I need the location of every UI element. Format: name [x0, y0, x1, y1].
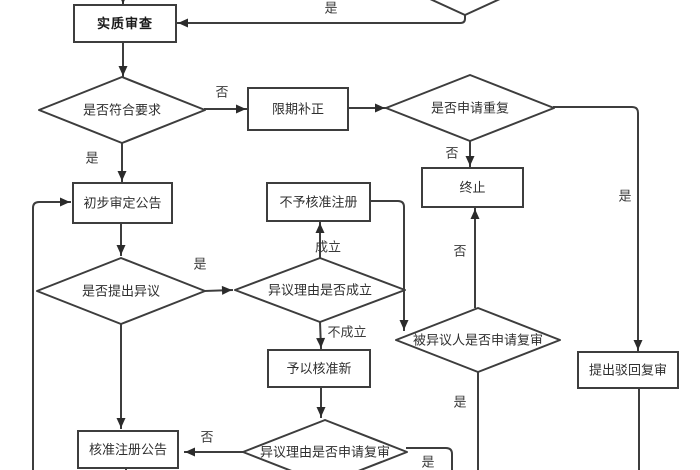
edge-meets-yes-preliminary-arrowhead-icon [117, 171, 127, 181]
node-approve-registration [267, 349, 371, 388]
node-file-rejection-review-label: 提出驳回复审 [589, 363, 667, 379]
decision-objection-grounds-review [242, 419, 408, 470]
edge-correction-repeated-arrowhead-icon [375, 103, 385, 113]
decision-meets-requirements-label: 是否符合要求 [83, 103, 161, 119]
decision-meets-requirements [38, 76, 206, 144]
edge-opposed-yes-down-label: 是 [453, 396, 466, 411]
node-preliminary-approval-announcement-label: 初步审定公告 [83, 197, 161, 212]
node-file-rejection-review [577, 351, 679, 389]
node-correction-deadline-label: 限期补正 [272, 103, 324, 118]
decision-objection-raised-label: 是否提出异议 [82, 284, 160, 300]
edge-loop-left-preliminary-arrowhead-icon [60, 197, 70, 207]
node-preliminary-approval-announcement [72, 182, 173, 224]
edge-meets-no-correction-arrowhead-icon [236, 104, 246, 114]
edge-grounds-review-no-announcement-label: 否 [200, 431, 213, 446]
decision-objection-grounds-valid [234, 257, 406, 323]
decision-top-partial [429, 0, 501, 16]
edge-grounds-review-no-announcement-arrowhead-icon [185, 447, 195, 457]
edge-repeated-yes-rejection-review-label: 是 [618, 190, 631, 205]
edge-grounds-valid-not-approved-arrowhead-icon [315, 223, 325, 233]
node-terminate [421, 167, 524, 208]
decision-opposed-party-review [395, 307, 561, 373]
node-registration-announcement-label: 核准注册公告 [89, 443, 167, 458]
edge-opposed-no-terminate-label: 否 [453, 245, 466, 260]
edge-objection-yes-grounds-arrowhead-icon [221, 285, 232, 295]
edge-grounds-valid-not-approved-label: 成立 [315, 241, 341, 256]
decision-opposed-party-review-label: 被异议人是否申请复审 [413, 334, 543, 349]
node-correction-deadline [247, 87, 349, 131]
edge-preliminary-objection-arrowhead-icon [116, 245, 126, 255]
edge-grounds-review-yes-down [406, 447, 453, 470]
edge-top-partial-substantive-label: 是 [324, 2, 337, 17]
node-terminate-label: 终止 [459, 180, 485, 196]
node-registration-announcement [77, 430, 179, 469]
node-substantive-examination [73, 4, 177, 43]
decision-application-repeated-label: 是否申请重复 [431, 101, 509, 117]
node-approve-registration-label: 予以核准新 [286, 361, 351, 377]
edge-not-approved-opposed-review-arrowhead-icon [399, 320, 409, 330]
edge-top-partial-substantive-arrowhead-icon [178, 18, 188, 28]
edge-objection-yes-grounds-label: 是 [193, 258, 206, 273]
decision-objection-grounds-review-label: 异议理由是否申请复审 [260, 446, 390, 461]
decision-application-repeated [385, 74, 555, 142]
edge-repeated-no-terminate-label: 否 [445, 147, 458, 162]
node-substantive-examination-label: 实质审查 [97, 16, 153, 32]
edge-grounds-invalid-approve-label: 不成立 [327, 326, 366, 341]
edge-entry-substantive-arrowhead-icon [121, 0, 125, 4]
edge-meets-yes-preliminary-label: 是 [85, 152, 98, 167]
decision-objection-raised [36, 257, 206, 325]
edge-repeated-yes-rejection-review-arrowhead-icon [633, 340, 643, 350]
edge-top-partial-substantive [177, 13, 466, 24]
decision-objection-grounds-valid-label: 异议理由是否成立 [268, 284, 372, 299]
edge-grounds-invalid-approve-arrowhead-icon [316, 337, 326, 348]
edge-approve-grounds-review-arrowhead-icon [316, 407, 326, 417]
edge-not-approved-opposed-review [369, 200, 405, 331]
edge-repeated-yes-rejection-review [553, 106, 639, 351]
edge-grounds-review-yes-down-label: 是 [421, 456, 434, 470]
edge-repeated-no-terminate-arrowhead-icon [465, 156, 475, 166]
node-registration-not-approved-label: 不予核准注册 [279, 196, 357, 211]
edge-opposed-no-terminate-arrowhead-icon [470, 209, 480, 219]
edge-objection-no-announcement-arrowhead-icon [116, 418, 126, 428]
edge-meets-no-correction-label: 否 [215, 86, 228, 101]
node-registration-not-approved [266, 182, 371, 222]
edge-loop-left-preliminary [32, 201, 71, 470]
edge-substantive-meets-arrowhead-icon [118, 66, 128, 76]
